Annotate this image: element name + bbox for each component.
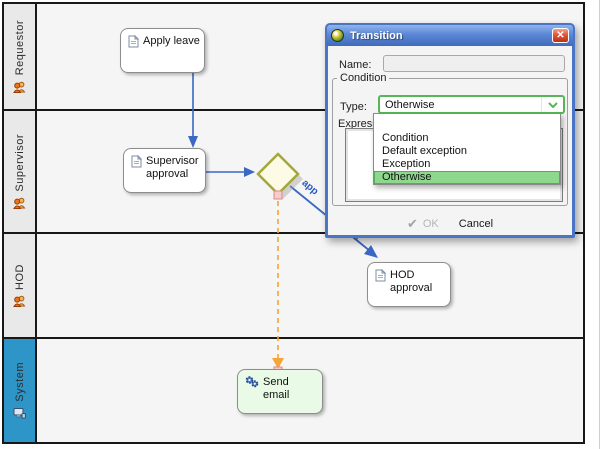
edge-handle[interactable] (273, 190, 283, 200)
people-icon (13, 81, 26, 93)
ok-label: OK (422, 218, 439, 230)
task-supervisor-approval[interactable]: Supervisor approval (123, 148, 206, 193)
people-icon (13, 197, 26, 209)
type-select[interactable]: Otherwise (378, 95, 565, 114)
lane-header-divider (35, 4, 37, 442)
task-label: Apply leave (143, 35, 200, 47)
task-label: Supervisor approval (146, 155, 199, 180)
name-field[interactable] (383, 55, 565, 72)
lane-header-supervisor[interactable]: Supervisor (4, 111, 35, 232)
task-label: Send email (263, 376, 290, 401)
task-hod-approval[interactable]: HOD approval (367, 262, 451, 307)
dialog-buttons: ✔ OK Cancel (328, 216, 572, 232)
lane-header-system[interactable]: System (4, 339, 35, 442)
dropdown-option-exception[interactable]: Exception (382, 158, 431, 170)
condition-group (332, 78, 568, 206)
type-label: Type: (340, 101, 367, 113)
task-apply-leave[interactable]: Apply leave (120, 28, 205, 73)
computer-icon (13, 407, 26, 419)
lane-separator (4, 232, 583, 234)
dropdown-option-blank[interactable] (374, 114, 560, 132)
document-icon (131, 155, 142, 168)
edges-layer (188, 73, 378, 376)
condition-group-label: Condition (337, 72, 390, 84)
people-icon (13, 295, 26, 307)
transition-dialog: Transition ✕ Name: Condition Type: Other… (325, 23, 575, 238)
dropdown-option-condition[interactable]: Condition (382, 132, 429, 144)
task-send-email[interactable]: Send email (237, 369, 323, 414)
document-icon (375, 269, 386, 282)
ok-button[interactable]: ✔ OK (407, 216, 439, 232)
chevron-down-icon[interactable] (541, 97, 563, 112)
lane-separator (4, 109, 583, 111)
type-selected-value: Otherwise (385, 98, 435, 111)
check-icon: ✔ (406, 216, 418, 231)
dropdown-option-default-exception[interactable]: Default exception (382, 145, 467, 157)
close-button[interactable]: ✕ (552, 28, 569, 43)
gears-icon (245, 376, 259, 388)
type-dropdown-list: Condition Default exception Exception Ot… (373, 113, 561, 185)
app-icon (331, 29, 344, 42)
document-icon (128, 35, 139, 48)
lane-header-requestor[interactable]: Requestor (4, 4, 35, 109)
cancel-button[interactable]: Cancel (458, 218, 494, 230)
lane-header-hod[interactable]: HOD (4, 234, 35, 337)
lane-separator (4, 337, 583, 339)
dialog-titlebar[interactable]: Transition ✕ (327, 25, 573, 46)
task-label: HOD approval (390, 269, 433, 294)
dropdown-option-otherwise[interactable]: Otherwise (374, 171, 560, 184)
name-label: Name: (339, 59, 372, 71)
dialog-title: Transition (350, 29, 403, 42)
